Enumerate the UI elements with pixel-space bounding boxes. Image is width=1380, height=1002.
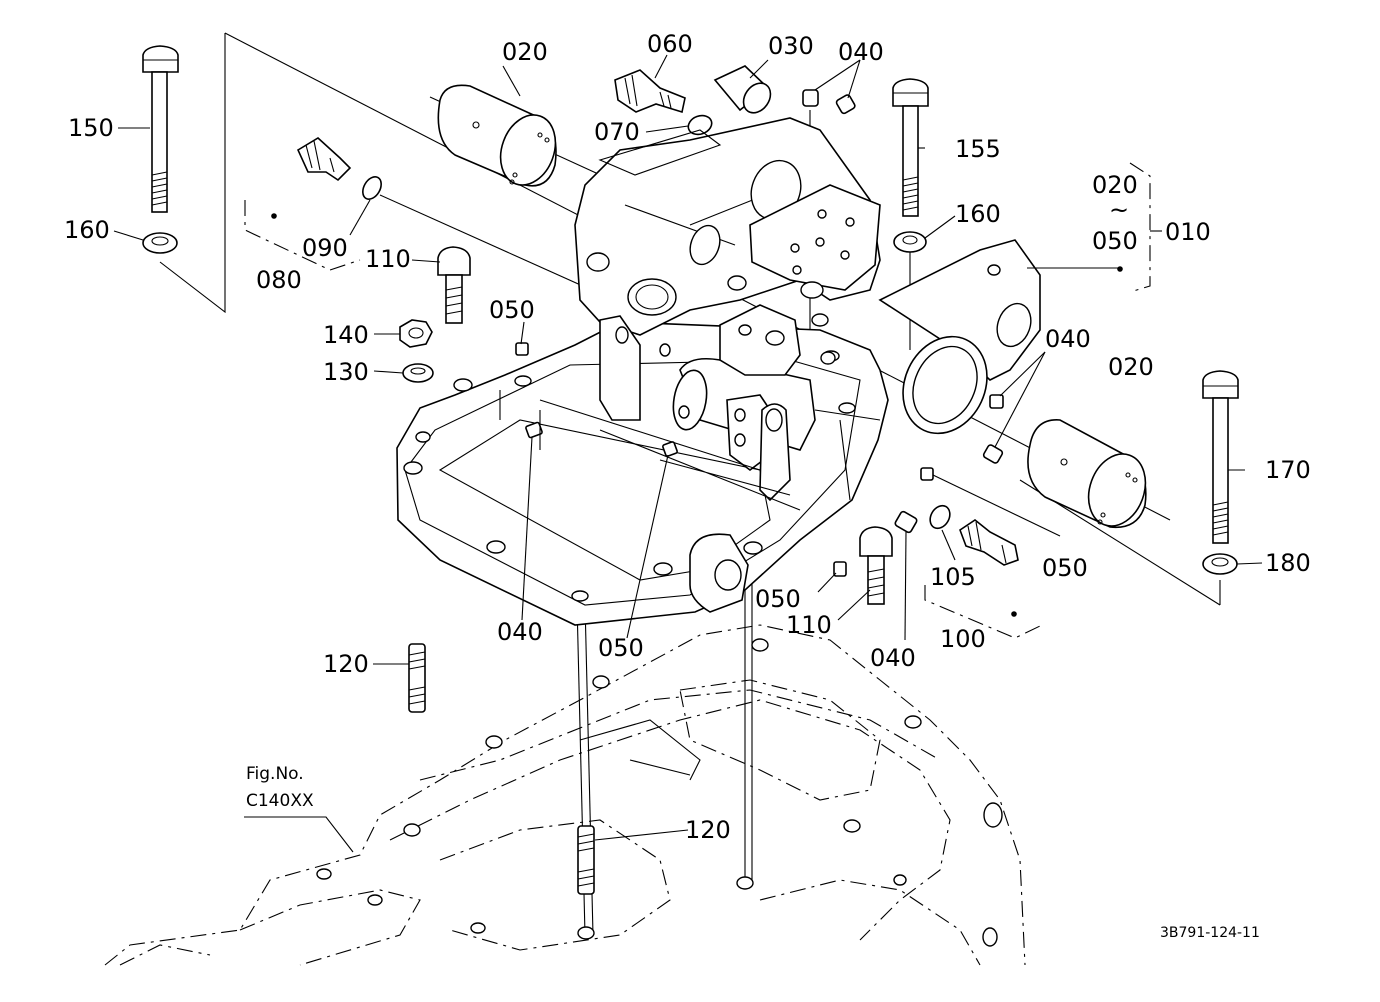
callout-105: 105 <box>930 563 976 591</box>
callout-070: 070 <box>594 118 640 146</box>
callout-040-right: 040 <box>1045 325 1091 353</box>
part-080-union <box>296 137 352 182</box>
callout-060: 060 <box>647 30 693 58</box>
callout-180: 180 <box>1265 549 1311 577</box>
callout-040-left: 040 <box>497 618 543 646</box>
callout-030: 030 <box>768 32 814 60</box>
callout-050-c: 050 <box>598 634 644 662</box>
callout-020-top: 020 <box>502 38 548 66</box>
part-040-plugs-right <box>982 394 1004 464</box>
part-100-union <box>959 519 1019 566</box>
part-120-stud-bottom <box>577 825 595 895</box>
leader-lines <box>113 54 1263 853</box>
part-130-washer <box>402 363 434 383</box>
bracket-range-start: 020 <box>1092 171 1138 199</box>
callout-110-bottom: 110 <box>786 611 832 639</box>
part-060-fitting <box>614 69 686 114</box>
part-170-bolt <box>1202 370 1239 544</box>
callout-050-right: 050 <box>1042 554 1088 582</box>
callout-labels: 020 060 030 040 150 070 155 160 160 090 … <box>64 30 1311 941</box>
part-020-bushing-right <box>1027 419 1147 529</box>
callout-080: 080 <box>256 266 302 294</box>
transmission-case-reference <box>104 624 1026 966</box>
part-160-washer-right <box>893 231 927 253</box>
figure-ref-line2: C140XX <box>246 791 314 811</box>
callout-110-left: 110 <box>365 245 411 273</box>
part-020-bushing-top <box>437 84 557 187</box>
part-050-setscrew-b <box>833 561 847 577</box>
callout-040-top: 040 <box>838 38 884 66</box>
callout-160-right: 160 <box>955 200 1001 228</box>
part-090-oring <box>362 176 382 200</box>
part-030-sleeve <box>713 65 772 114</box>
callout-160-left: 160 <box>64 216 110 244</box>
figure-ref-line1: Fig.No. <box>246 764 304 784</box>
bracket-range-end: 050 <box>1092 227 1138 255</box>
diagram-id: 3B791-124-11 <box>1160 925 1260 941</box>
callout-040-bottom: 040 <box>870 644 916 672</box>
part-050-setscrew-a <box>515 342 529 356</box>
part-140-nut <box>399 319 433 348</box>
callout-170: 170 <box>1265 456 1311 484</box>
part-010-hydraulic-case <box>396 117 1041 626</box>
callout-120-bottom: 120 <box>685 816 731 844</box>
part-040-plugs-top <box>802 89 856 115</box>
part-070-oring <box>687 114 713 136</box>
callout-140: 140 <box>323 321 369 349</box>
part-120-stud-left <box>408 643 426 713</box>
callout-100: 100 <box>940 625 986 653</box>
part-150-bolt <box>142 45 179 213</box>
callout-050-a: 050 <box>489 296 535 324</box>
part-050-setscrew-right <box>920 467 934 481</box>
part-180-washer <box>1202 553 1238 575</box>
part-040-plug-bottom <box>894 510 918 534</box>
callout-130: 130 <box>323 358 369 386</box>
callout-020-right: 020 <box>1108 353 1154 381</box>
part-110-bolt-left <box>437 246 471 324</box>
callout-010-assembly: 010 <box>1165 218 1211 246</box>
part-110-bolt-bottom <box>859 526 893 605</box>
part-155-bolt <box>892 78 929 217</box>
callout-150: 150 <box>68 114 114 142</box>
part-105-oring <box>929 504 951 530</box>
callout-120-left: 120 <box>323 650 369 678</box>
callout-090: 090 <box>302 234 348 262</box>
callout-155: 155 <box>955 135 1001 163</box>
callout-050-b: 050 <box>755 585 801 613</box>
bracket-range-tilde: ~ <box>1109 196 1129 224</box>
part-160-washer-left <box>142 232 178 254</box>
